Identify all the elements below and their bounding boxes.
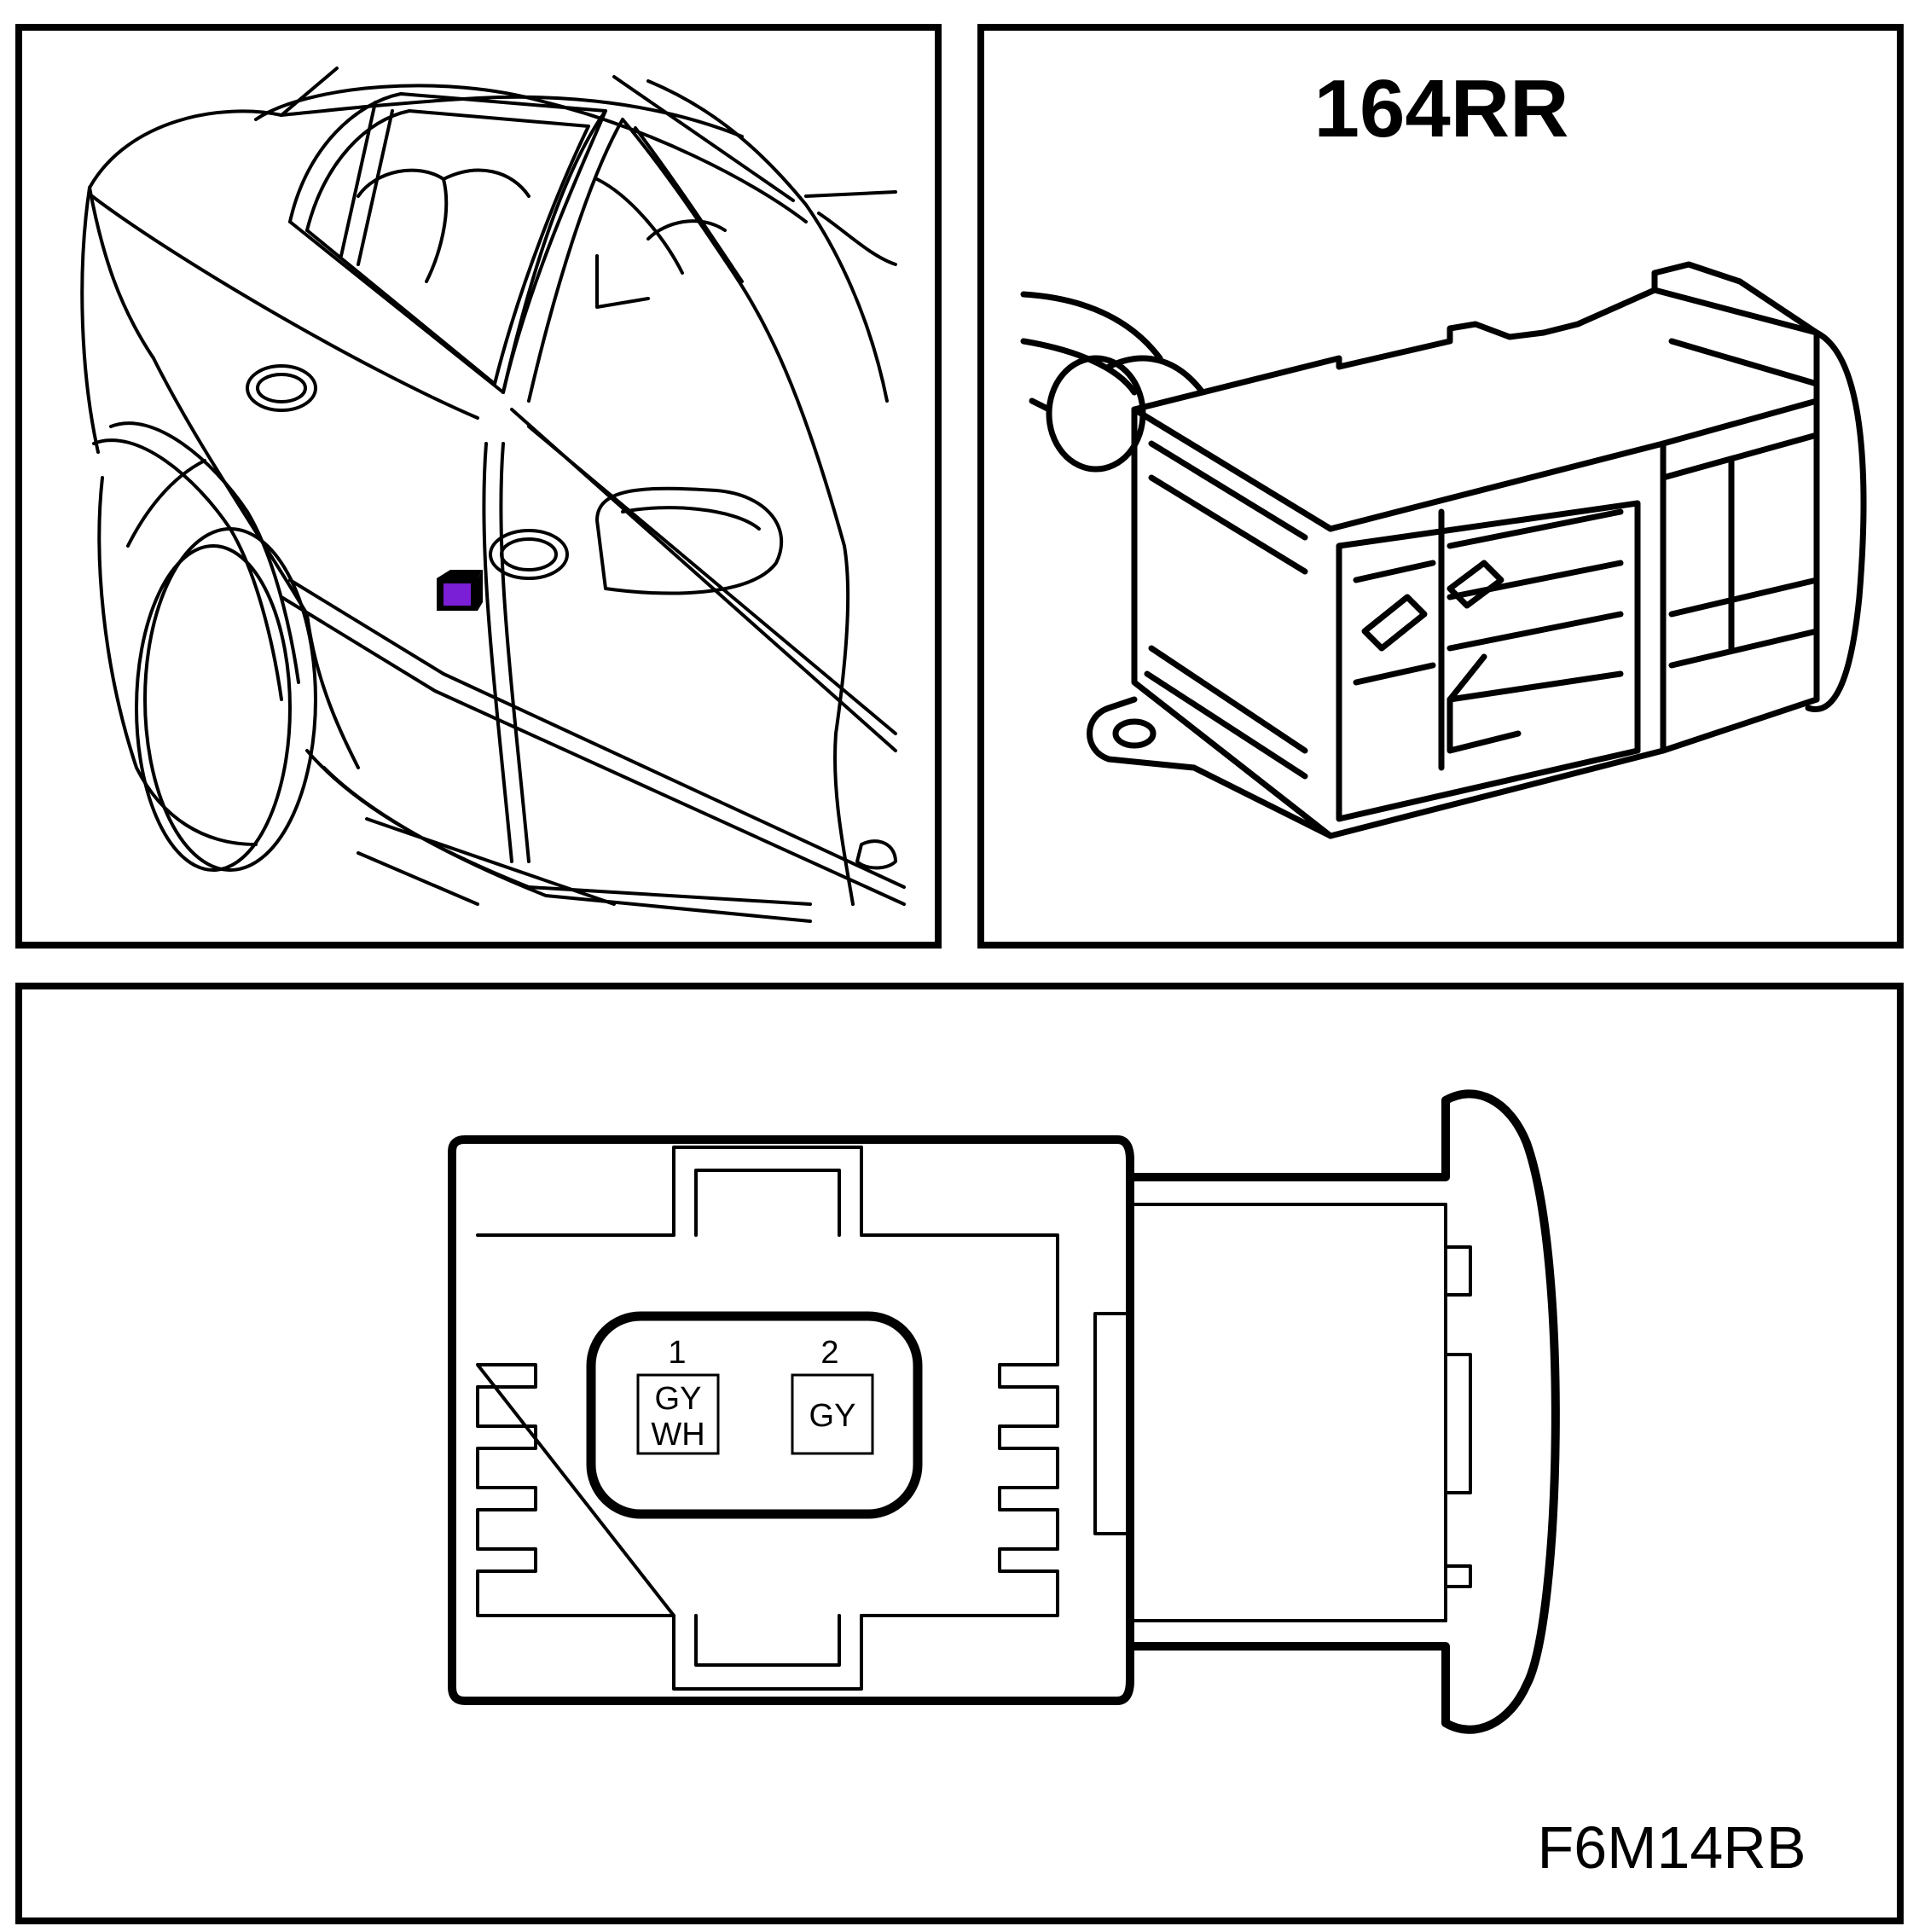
connector-face-illustration: [448, 1089, 1560, 1734]
connector-3d-panel: 164RR: [977, 24, 1904, 949]
connector-3d-illustration: [1020, 261, 1867, 839]
pin-1-box: [636, 1373, 720, 1455]
pin-2-box: [791, 1373, 874, 1455]
pin-2-number: 2: [820, 1335, 838, 1371]
pin-1-number: 1: [668, 1335, 686, 1371]
pin-1: 1 GY WH: [636, 1335, 720, 1455]
pin-2: 2 GY: [791, 1335, 874, 1455]
vehicle-location-panel: [15, 24, 942, 949]
vehicle-door-illustration: [80, 67, 906, 923]
pin-2-wire-color-line1: GY: [809, 1398, 856, 1434]
pin-1-wire-color-line1: GY: [655, 1381, 702, 1417]
figure-code: F6M14RB: [1537, 1814, 1806, 1881]
connector-location-marker: [437, 570, 483, 611]
connector-face-panel: 1 GY WH 2 GY F6M14RB: [15, 983, 1904, 1924]
connector-id-label: 164RR: [1314, 63, 1569, 154]
pin-1-wire-color-line2: WH: [651, 1417, 704, 1453]
